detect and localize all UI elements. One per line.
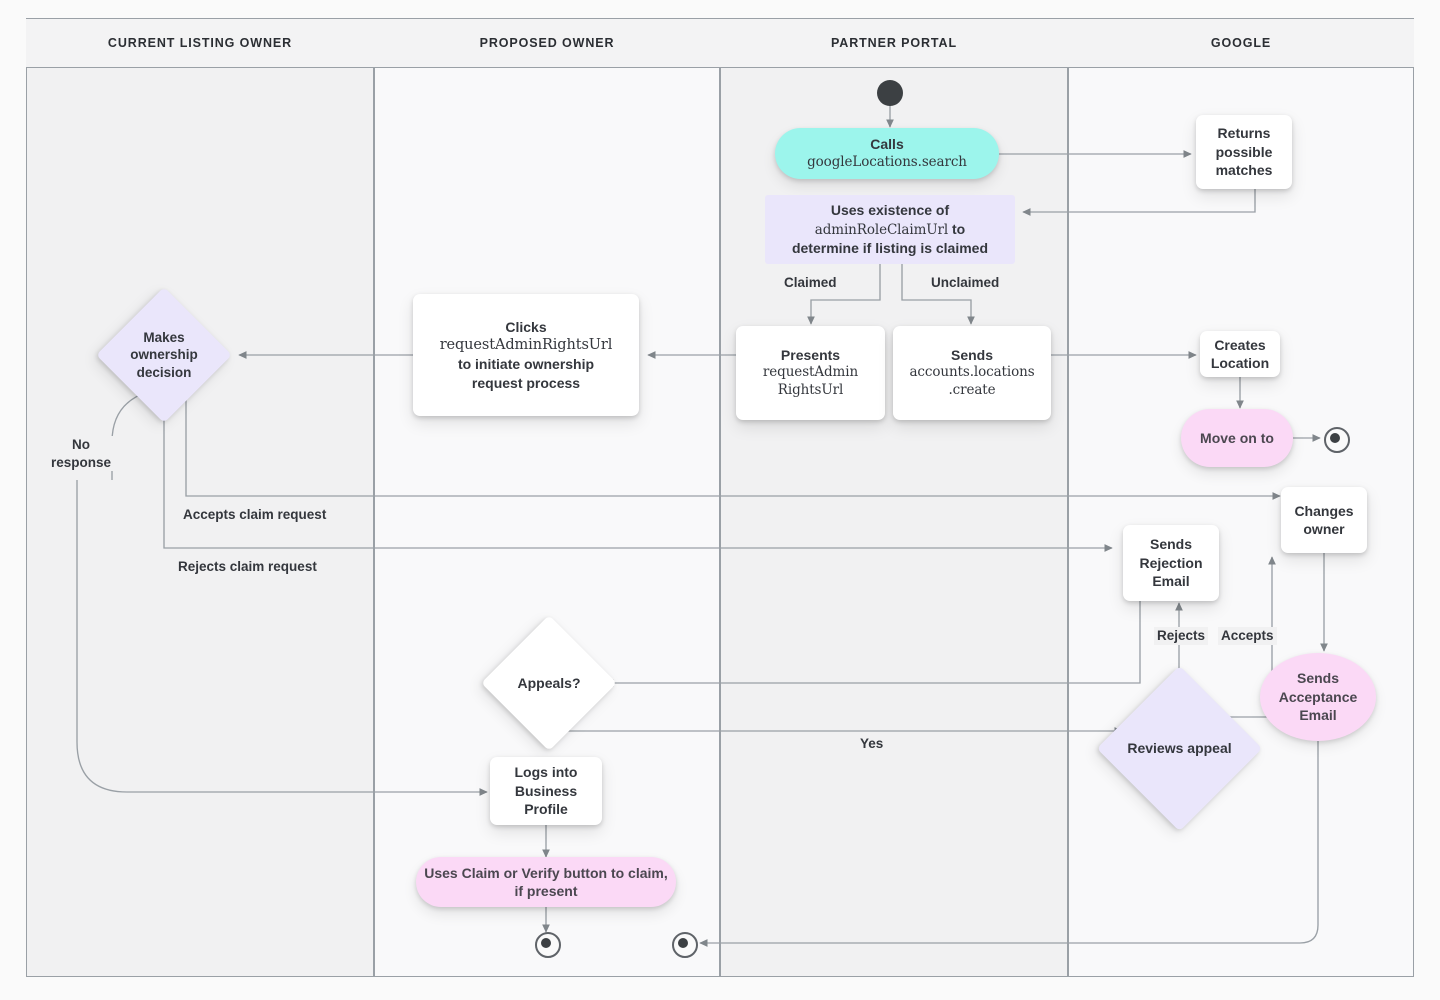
lane-title: PROPOSED OWNER xyxy=(479,35,615,50)
lane-title: GOOGLE xyxy=(1210,35,1272,50)
node-line-1: Uses existence of xyxy=(830,202,950,219)
node-label: Appeals? xyxy=(517,674,581,691)
edge-label-accepts-claim-request: Accepts claim request xyxy=(180,506,330,524)
lane-header-partner-portal: PARTNER PORTAL xyxy=(720,18,1068,68)
edge-label-yes: Yes xyxy=(857,735,887,753)
node-line-2: accounts.locations xyxy=(909,364,1035,381)
node-line-3: RightsUrl xyxy=(777,382,844,399)
lane-header-current-listing-owner: CURRENT LISTING OWNER xyxy=(26,18,374,68)
node-line-2: requestAdminRightsUrl xyxy=(439,337,613,354)
node-logs-into-business-profile[interactable]: Logs into Business Profile xyxy=(490,757,602,825)
end-node-google xyxy=(1324,427,1350,453)
node-creates-location[interactable]: Creates Location xyxy=(1200,331,1280,377)
node-line-1: Calls xyxy=(870,136,904,153)
node-line-2: googleLocations.search xyxy=(807,153,967,170)
lane-header-google: GOOGLE xyxy=(1068,18,1414,68)
frame-bottom-border xyxy=(26,976,1414,977)
edge-label-no-response: No response xyxy=(40,436,122,472)
edge-label-rejects: Rejects xyxy=(1154,627,1209,645)
node-presents-request-admin-rights-url[interactable]: Presents requestAdmin RightsUrl xyxy=(736,326,885,420)
node-appeals-question[interactable]: Appeals? xyxy=(481,615,617,751)
edge-label-claimed: Claimed xyxy=(781,274,840,292)
node-returns-possible-matches[interactable]: Returns possible matches xyxy=(1196,115,1292,189)
node-line-3: .create xyxy=(948,382,996,399)
node-calls-google-locations-search[interactable]: Calls googleLocations.search xyxy=(775,128,999,179)
end-node-partner-portal xyxy=(672,932,698,958)
lane-title: CURRENT LISTING OWNER xyxy=(107,35,293,50)
edge-label-accepts: Accepts xyxy=(1218,627,1277,645)
node-uses-existence-of-admin-role-claim-url[interactable]: Uses existence of adminRoleClaimUrl to d… xyxy=(765,195,1015,264)
start-node-partner-portal xyxy=(877,80,903,106)
node-changes-owner[interactable]: Changes owner xyxy=(1281,487,1367,553)
node-line-3: determine if listing is claimed xyxy=(791,240,989,257)
node-reviews-appeal[interactable]: Reviews appeal xyxy=(1096,665,1263,832)
node-line-2: adminRoleClaimUrl to xyxy=(814,220,966,238)
node-line-4: request process xyxy=(471,374,581,391)
node-line-2: requestAdmin xyxy=(762,364,859,381)
node-line-3: to initiate ownership xyxy=(457,356,595,373)
edge-label-unclaimed: Unclaimed xyxy=(928,274,1003,292)
node-makes-ownership-decision[interactable]: Makes ownership decision xyxy=(96,287,232,423)
node-line-1: Clicks xyxy=(505,318,547,335)
node-uses-claim-or-verify-button[interactable]: Uses Claim or Verify button to claim, if… xyxy=(416,857,676,907)
node-sends-rejection-email[interactable]: Sends Rejection Email xyxy=(1123,525,1219,601)
node-label: Makes ownership decision xyxy=(130,329,198,380)
lane-current-listing-owner xyxy=(26,18,374,977)
node-label: Reviews appeal xyxy=(1127,740,1232,757)
node-line-1: Sends xyxy=(950,346,993,363)
lane-header-proposed-owner: PROPOSED OWNER xyxy=(374,18,720,68)
frame-top-border xyxy=(26,18,1414,19)
node-sends-acceptance-email[interactable]: Sends Acceptance Email xyxy=(1260,653,1376,741)
node-clicks-request-admin-rights-url[interactable]: Clicks requestAdminRightsUrl to initiate… xyxy=(413,294,639,416)
lane-title: PARTNER PORTAL xyxy=(830,35,958,50)
node-line-1: Presents xyxy=(780,346,841,363)
node-move-on-to[interactable]: Move on to xyxy=(1181,409,1293,467)
end-node-proposed-owner xyxy=(535,932,561,958)
node-sends-accounts-locations-create[interactable]: Sends accounts.locations .create xyxy=(893,326,1051,420)
edge-label-rejects-claim-request: Rejects claim request xyxy=(175,558,320,576)
